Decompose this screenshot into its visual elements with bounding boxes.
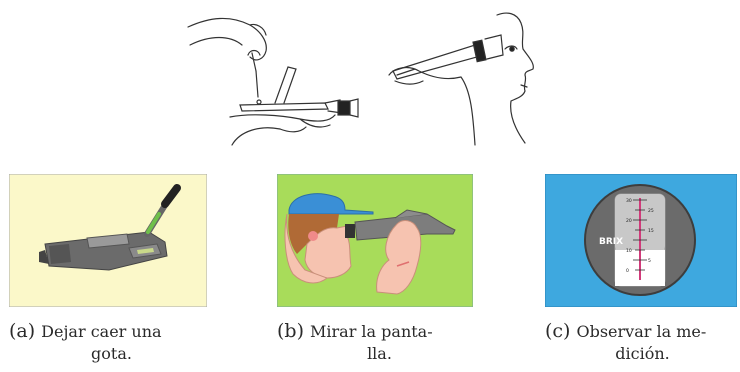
top-illustration-dropper <box>180 5 370 150</box>
scale-tick: 0 <box>626 268 629 274</box>
scale-tick: 30 <box>626 198 632 204</box>
caption-b: (b) Mirar la panta- lla. <box>277 320 482 365</box>
caption-c-text: Observar la me- <box>576 322 706 341</box>
caption-b-text-cont: lla. <box>277 343 482 365</box>
panel-b-image <box>277 174 473 307</box>
scale-tick: 25 <box>648 208 654 214</box>
scale-tick: 5 <box>648 258 651 264</box>
panel-c-image: 30 25 20 15 10 5 0 BRIX <box>545 174 737 307</box>
caption-c-text-cont: dición. <box>545 343 740 365</box>
caption-a-tag: (a) <box>9 320 35 342</box>
scale-tick: 15 <box>648 228 654 234</box>
caption-a-text: Dejar caer una <box>41 322 161 341</box>
caption-a-text-cont: gota. <box>9 343 214 365</box>
caption-c: (c) Observar la me- dición. <box>545 320 740 365</box>
caption-b-tag: (b) <box>277 320 304 342</box>
top-illustration-viewing <box>375 5 560 150</box>
panel-a-image <box>9 174 207 307</box>
scale-tick: 20 <box>626 218 632 224</box>
scale-tick: 10 <box>626 248 632 254</box>
caption-c-tag: (c) <box>545 320 570 342</box>
caption-a: (a) Dejar caer una gota. <box>9 320 214 365</box>
caption-b-text: Mirar la panta- <box>310 322 433 341</box>
brix-label: BRIX <box>599 237 623 247</box>
